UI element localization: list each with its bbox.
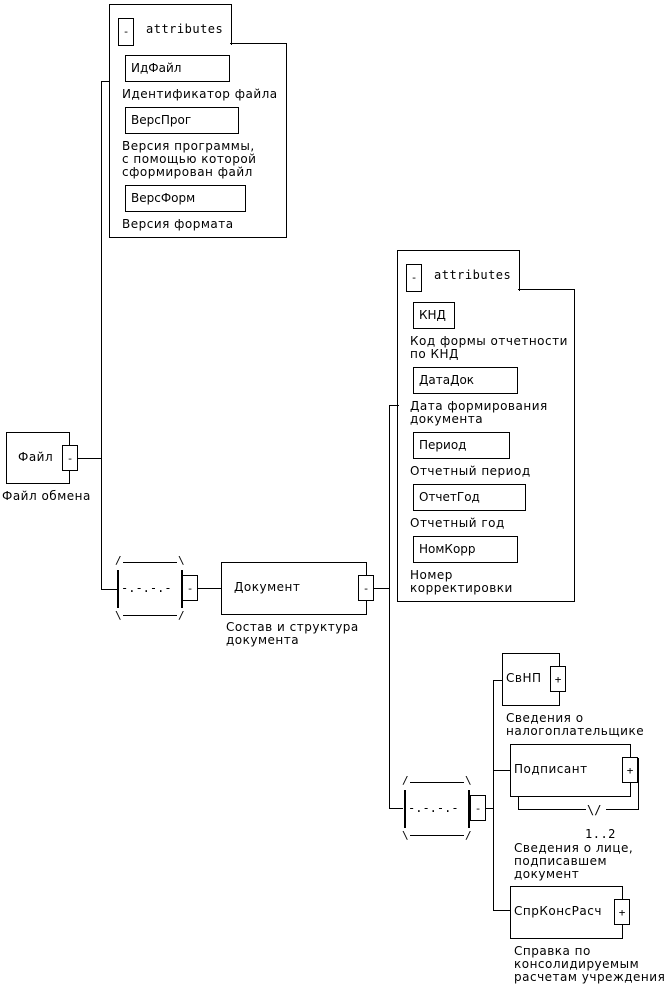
element-podpisant-name: Подписант (514, 762, 588, 776)
element-podpisant-multiplicity: 1..2 (585, 827, 616, 841)
element-sprkonsrasch-box[interactable] (510, 886, 623, 939)
document-element-name: Документ (234, 580, 301, 594)
attribute-versprog[interactable]: ВерсПрог (125, 107, 239, 134)
attribute-knd[interactable]: КНД (413, 302, 455, 329)
attribute-nomkorr-description: Номер корректировки (410, 568, 513, 595)
element-svnp-name: СвНП (506, 671, 542, 685)
attribute-versprog-description: Версия программы, с помощью которой сфор… (122, 139, 257, 179)
expand-podpisant-button[interactable]: + (622, 757, 638, 783)
collapse-document-button[interactable]: - (358, 575, 374, 601)
attribute-period-description: Отчетный период (410, 464, 531, 478)
expand-svnp-button[interactable]: + (550, 666, 566, 692)
element-podpisant-stack (518, 758, 639, 810)
attribute-versform-description: Версия формата (122, 217, 234, 231)
attribute-period[interactable]: Период (413, 432, 510, 459)
collapse-attributes-button[interactable]: - (118, 18, 134, 46)
sequence-symbol: -.-.-.- (121, 581, 172, 595)
attribute-otchetgod[interactable]: ОтчетГод (413, 484, 526, 511)
attribute-datadok-description: Дата формирования документа (410, 399, 548, 426)
root-attributes-panel: - attributes (109, 4, 287, 238)
attribute-datadok[interactable]: ДатаДок (413, 367, 518, 394)
attribute-versform[interactable]: ВерсФорм (125, 185, 246, 212)
attribute-idfail-description: Идентификатор файла (122, 87, 278, 101)
element-sprkonsrasch-description: Справка по консолидируемым расчетам учре… (514, 944, 666, 984)
attribute-knd-description: Код формы отчетности по КНД (410, 334, 568, 361)
document-element-description: Состав и структура документа (226, 620, 359, 647)
multiplicity-marker: \/ (587, 803, 602, 817)
root-element-name: Файл (18, 450, 54, 464)
element-svnp-box[interactable] (502, 653, 560, 706)
document-attributes-header: attributes (434, 268, 512, 282)
collapse-document-attributes-button[interactable]: - (406, 264, 422, 292)
attribute-idfail[interactable]: ИдФайл (125, 55, 230, 82)
root-element-description: Файл обмена (2, 489, 91, 503)
attribute-otchetgod-description: Отчетный год (410, 516, 505, 530)
collapse-sequence-2-button[interactable]: - (470, 795, 486, 821)
sequence-compositor-2[interactable]: / \ \ / -.-.-.- (402, 774, 472, 842)
element-svnp-description: Сведения о налогоплательщике (506, 711, 645, 738)
collapse-root-button[interactable]: - (62, 445, 78, 471)
element-sprkonsrasch-name: СпрКонсРасч (514, 904, 602, 918)
attributes-header: attributes (146, 22, 224, 36)
sequence-symbol: -.-.-.- (408, 801, 459, 815)
expand-sprkonsrasch-button[interactable]: + (614, 899, 630, 925)
collapse-sequence-1-button[interactable]: - (182, 575, 198, 601)
element-podpisant-description: Сведения о лице, подписавшем документ (514, 841, 634, 881)
attributes-body (109, 43, 287, 238)
sequence-compositor-1[interactable]: / \ \ / -.-.-.- (115, 554, 185, 622)
document-attributes-panel: - attributes (397, 250, 575, 602)
attribute-nomkorr[interactable]: НомКорр (413, 536, 518, 563)
